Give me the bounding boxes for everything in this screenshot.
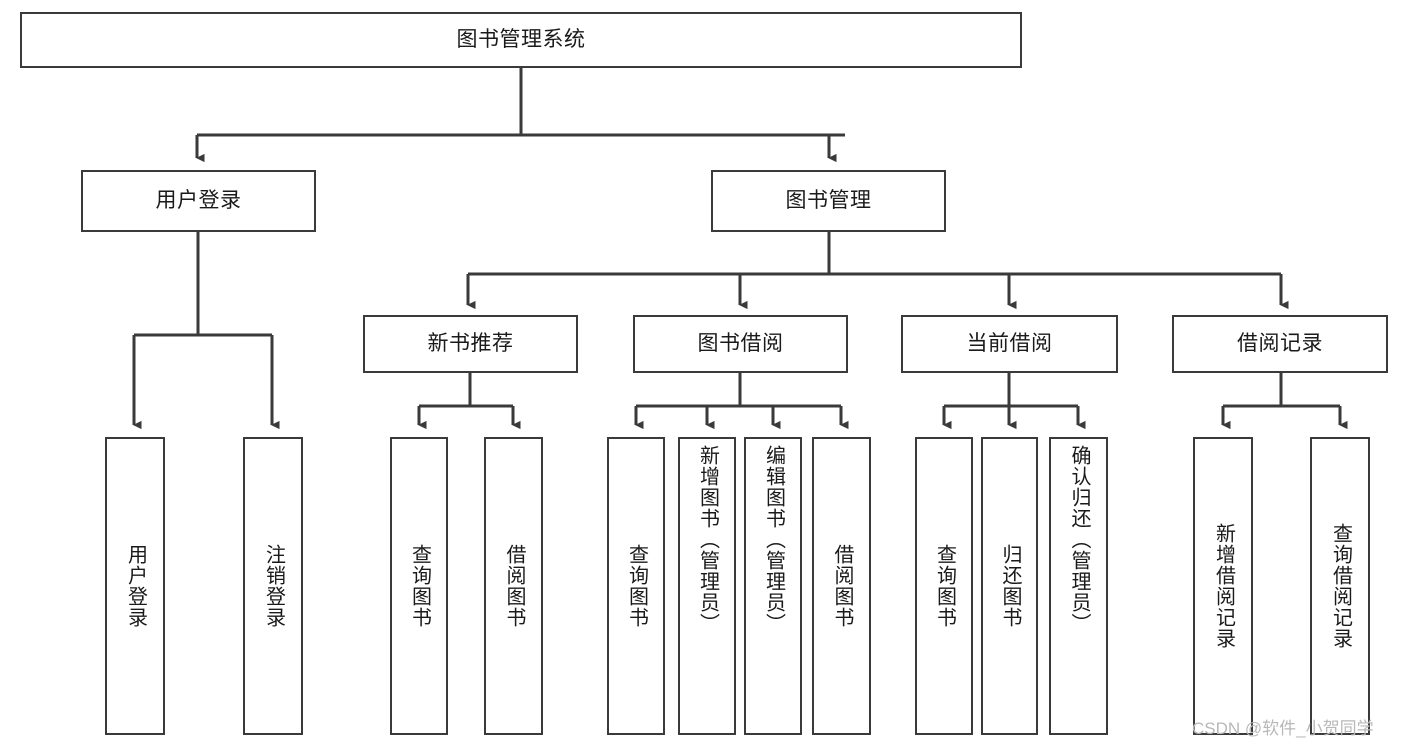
leaf-add-borrow-record-label: 新增借阅记录 (1212, 523, 1235, 649)
leaf-add-book-admin[interactable]: 新增图书（管理员） (678, 437, 736, 735)
leaf-edit-book-admin[interactable]: 编辑图书（管理员） (744, 437, 802, 735)
leaf-confirm-return-admin[interactable]: 确认归还（管理员） (1049, 437, 1108, 735)
leaf-borrow-book-label: 借阅图书 (831, 544, 853, 628)
node-book-borrow-label: 图书借阅 (697, 331, 784, 355)
leaf-query-book-newbook[interactable]: 查询图书 (390, 437, 448, 735)
leaf-user-logout[interactable]: 注销登录 (243, 437, 303, 735)
leaf-user-login[interactable]: 用户登录 (105, 437, 165, 735)
node-book-borrow[interactable]: 图书借阅 (633, 315, 848, 373)
leaf-user-login-label: 用户登录 (124, 544, 147, 628)
node-book-management[interactable]: 图书管理 (711, 170, 946, 232)
node-user-login[interactable]: 用户登录 (81, 170, 316, 232)
leaf-user-logout-label: 注销登录 (262, 544, 285, 628)
leaf-query-book-newbook-label: 查询图书 (408, 544, 431, 628)
leaf-borrow-book-newbook[interactable]: 借阅图书 (484, 437, 543, 735)
leaf-confirm-return-admin-label: 确认归还（管理员） (1068, 445, 1090, 634)
leaf-return-book[interactable]: 归还图书 (981, 437, 1038, 735)
leaf-query-borrow-record-label: 查询借阅记录 (1329, 523, 1352, 649)
leaf-edit-book-admin-label: 编辑图书（管理员） (762, 445, 785, 634)
node-new-book-recommend[interactable]: 新书推荐 (363, 315, 578, 373)
node-root[interactable]: 图书管理系统 (20, 12, 1022, 68)
node-new-book-recommend-label: 新书推荐 (427, 331, 514, 355)
leaf-query-book-current[interactable]: 查询图书 (915, 437, 973, 735)
node-book-management-label: 图书管理 (785, 188, 872, 212)
leaf-return-book-label: 归还图书 (999, 544, 1021, 628)
leaf-add-borrow-record[interactable]: 新增借阅记录 (1193, 437, 1253, 735)
leaf-borrow-book[interactable]: 借阅图书 (812, 437, 871, 735)
node-root-label: 图书管理系统 (456, 27, 586, 51)
leaf-borrow-book-newbook-label: 借阅图书 (503, 544, 525, 628)
node-user-login-label: 用户登录 (155, 188, 242, 212)
leaf-query-book-borrow[interactable]: 查询图书 (607, 437, 665, 735)
leaf-add-book-admin-label: 新增图书（管理员） (696, 445, 719, 634)
node-borrow-record-label: 借阅记录 (1237, 331, 1323, 355)
leaf-query-book-borrow-label: 查询图书 (625, 544, 648, 628)
node-borrow-record[interactable]: 借阅记录 (1172, 315, 1388, 373)
node-current-borrow[interactable]: 当前借阅 (901, 315, 1118, 373)
node-current-borrow-label: 当前借阅 (966, 331, 1053, 355)
leaf-query-borrow-record[interactable]: 查询借阅记录 (1310, 437, 1370, 735)
leaf-query-book-current-label: 查询图书 (933, 544, 956, 628)
